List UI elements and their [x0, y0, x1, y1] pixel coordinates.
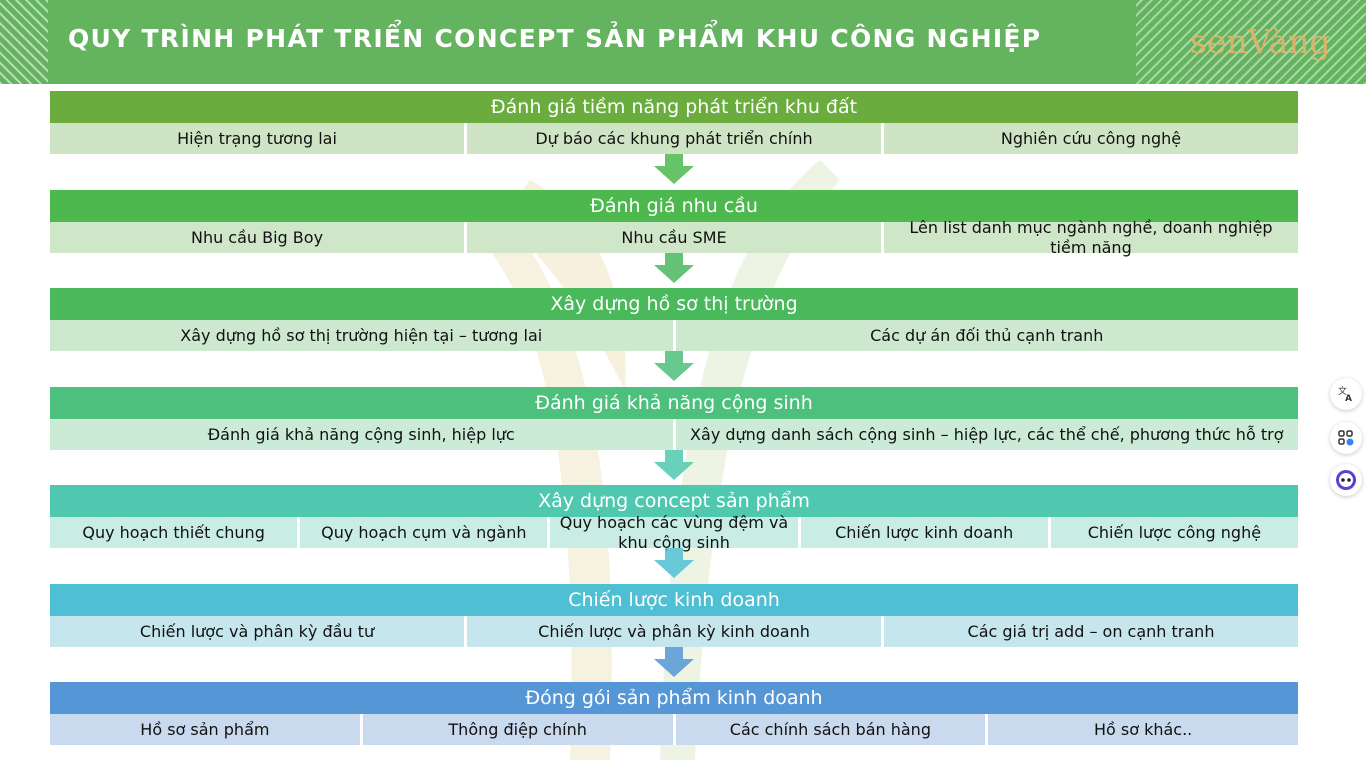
down-arrow-icon: [654, 450, 694, 480]
step-title: Đánh giá nhu cầu: [50, 190, 1298, 222]
step-title: Đánh giá tiềm năng phát triển khu đất: [50, 91, 1298, 123]
assistant-button[interactable]: [1330, 464, 1362, 496]
step-item: Quy hoạch các vùng đệm và khu cộng sinh: [547, 513, 798, 552]
down-arrow-icon: [654, 351, 694, 381]
step-item: Chiến lược và phân kỳ kinh doanh: [464, 616, 881, 647]
translate-icon: 文 A: [1338, 385, 1352, 403]
step-title: Chiến lược kinh doanh: [50, 584, 1298, 616]
step-item: Các dự án đối thủ cạnh tranh: [672, 320, 1298, 351]
down-arrow-icon: [654, 548, 694, 578]
down-arrow-icon: [654, 647, 694, 677]
step-item: Các giá trị add – on cạnh tranh: [881, 616, 1298, 647]
step-item: Dự báo các khung phát triển chính: [464, 123, 881, 154]
step-item: Xây dựng danh sách cộng sinh – hiệp lực,…: [672, 419, 1298, 450]
step-title: Xây dựng concept sản phẩm: [50, 485, 1298, 517]
step-item: Nhu cầu Big Boy: [50, 222, 464, 253]
step-title: Đóng gói sản phẩm kinh doanh: [50, 682, 1298, 714]
step-item: Lên list danh mục ngành nghề, doanh nghi…: [881, 218, 1298, 257]
step-item: Chiến lược công nghệ: [1047, 517, 1299, 548]
step-item: Quy hoạch cụm và ngành: [297, 517, 548, 548]
apps-button[interactable]: [1330, 422, 1362, 454]
step-title: Xây dựng hồ sơ thị trường: [50, 288, 1298, 320]
step-item: Quy hoạch thiết chung: [50, 517, 298, 548]
hatch-decoration-left: [0, 0, 48, 84]
step-item: Chiến lược kinh doanh: [797, 517, 1048, 548]
step-item: Đánh giá khả năng cộng sinh, hiệp lực: [50, 419, 673, 450]
step-item: Hiện trạng tương lai: [50, 123, 464, 154]
header-banner: QUY TRÌNH PHÁT TRIỂN CONCEPT SẢN PHẨM KH…: [0, 0, 1366, 84]
step-items-row: Xây dựng hồ sơ thị trường hiện tại – tươ…: [50, 320, 1298, 351]
logo-text: senVàng: [1190, 22, 1331, 61]
apps-icon: [1338, 430, 1354, 446]
down-arrow-icon: [654, 253, 694, 283]
logo: senVàng: [1190, 14, 1352, 74]
step-item: Thông điệp chính: [359, 714, 673, 745]
step-item: Xây dựng hồ sơ thị trường hiện tại – tươ…: [50, 320, 673, 351]
assistant-icon: [1336, 470, 1356, 490]
step-item: Hồ sơ khác..: [985, 714, 1298, 745]
step-item: Chiến lược và phân kỳ đầu tư: [50, 616, 464, 647]
svg-text:A: A: [1345, 394, 1352, 403]
step-item: Hồ sơ sản phẩm: [50, 714, 360, 745]
step-title: Đánh giá khả năng cộng sinh: [50, 387, 1298, 419]
svg-text:文: 文: [1338, 385, 1347, 397]
step-item: Nhu cầu SME: [464, 222, 881, 253]
translate-button[interactable]: 文 A: [1330, 378, 1362, 410]
step-item: Nghiên cứu công nghệ: [881, 123, 1298, 154]
down-arrow-icon: [654, 154, 694, 184]
step-item: Các chính sách bán hàng: [672, 714, 986, 745]
page-title: QUY TRÌNH PHÁT TRIỂN CONCEPT SẢN PHẨM KH…: [68, 24, 1042, 53]
hatch-decoration-right: [1136, 0, 1366, 84]
